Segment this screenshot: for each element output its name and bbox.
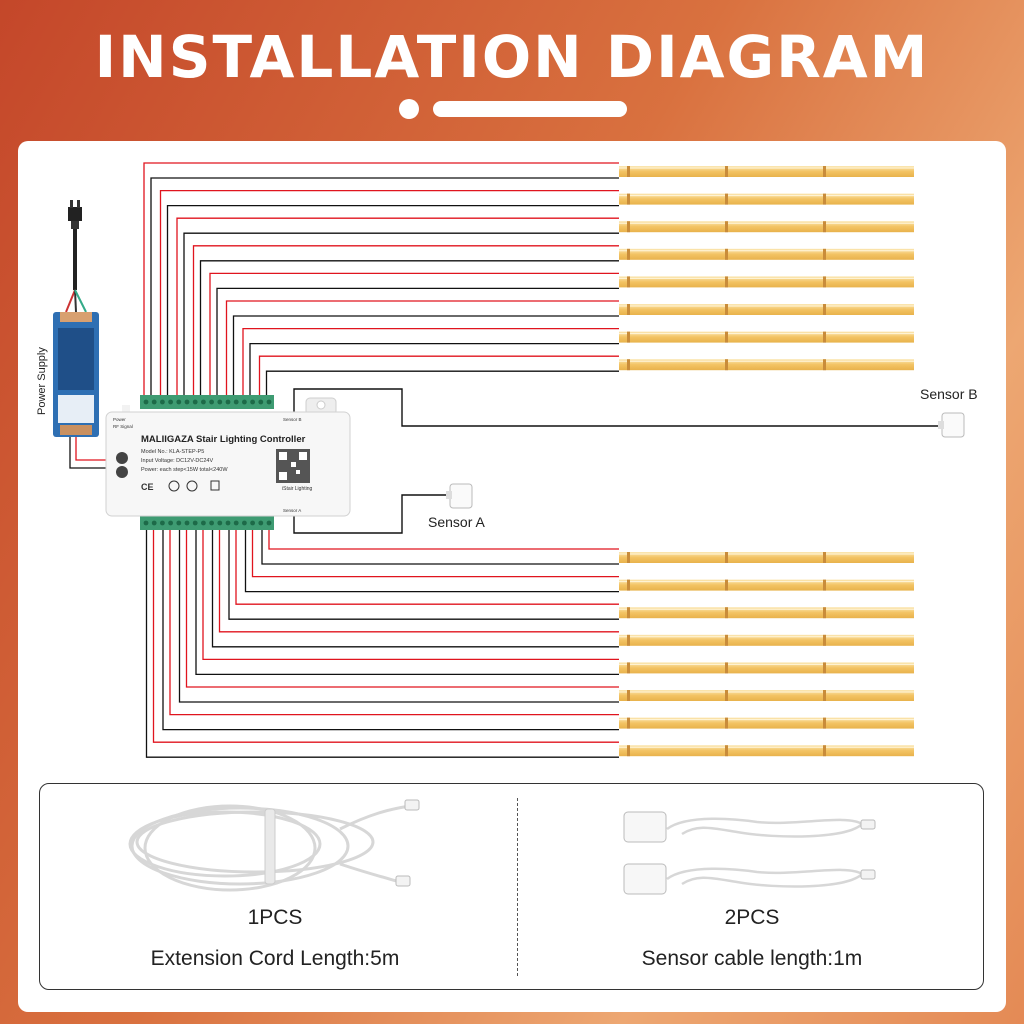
sensor-cable-item: 2PCS Sensor cable length:1m	[517, 784, 987, 989]
sensor-a-port-label: Sensor A	[283, 508, 301, 513]
sensor-a-label: Sensor A	[428, 514, 485, 530]
app-label: iStair Lighting	[282, 486, 313, 492]
sensor-b-port-label: Sensor B	[283, 417, 302, 422]
title-decoration-dot	[399, 99, 419, 119]
led-strip	[619, 690, 914, 701]
led-strip	[619, 634, 914, 646]
sensor-cable-desc: Sensor cable length:1m	[641, 947, 863, 970]
accessories-box: 1PCS Extension Cord Length:5m 2PCS Senso…	[39, 783, 984, 990]
sensor-cable-qty: 2PCS	[724, 906, 780, 929]
led-strip	[619, 166, 914, 177]
title-decoration-bar	[433, 101, 627, 117]
power-supply-label: Power Supply	[36, 347, 48, 415]
bottom-led-strips	[619, 552, 914, 757]
led-strip	[619, 331, 914, 343]
led-strip	[619, 359, 914, 371]
power-plug	[65, 200, 87, 313]
controller-model: Model No.: KLA-STEP-P5	[141, 449, 204, 455]
svg-text:CE: CE	[141, 482, 154, 492]
top-led-strips	[619, 166, 914, 371]
top-step-wires	[143, 162, 619, 398]
led-strip	[619, 304, 914, 315]
sensor-a	[446, 483, 473, 509]
power-supply-unit	[53, 312, 99, 437]
extension-cord-qty: 1PCS	[247, 906, 303, 929]
led-strip	[619, 662, 914, 674]
led-strip	[619, 193, 914, 205]
led-strip	[619, 607, 914, 619]
rf-led-label: RF Signal	[113, 424, 133, 429]
controller-power: Power: each step<15W total<240W	[141, 467, 228, 473]
sensor-cable-icon	[623, 811, 876, 895]
led-strip	[619, 276, 914, 288]
stair-lighting-controller: iStair Lighting Power RF Signal Sensor B…	[105, 395, 351, 530]
led-strip	[619, 579, 914, 591]
led-strip	[619, 248, 914, 260]
certification-marks-icon: CE	[141, 480, 220, 492]
power-led-label: Power	[113, 417, 126, 422]
accessories-divider	[517, 798, 518, 976]
extension-cord-item: 1PCS Extension Cord Length:5m	[40, 784, 510, 989]
controller-voltage: Input Voltage: DC12V-DC24V	[141, 458, 213, 464]
led-strip	[619, 552, 914, 563]
bottom-step-wires	[145, 528, 619, 758]
sensor-b-label: Sensor B	[920, 386, 978, 402]
led-strip	[619, 745, 914, 757]
led-strip	[619, 221, 914, 233]
sensor-b	[938, 412, 965, 438]
led-strip	[619, 717, 914, 729]
controller-name: MALIIGAZA Stair Lighting Controller	[141, 434, 306, 445]
extension-cord-icon	[128, 799, 420, 892]
extension-cord-desc: Extension Cord Length:5m	[150, 947, 400, 970]
page-title: INSTALLATION DIAGRAM	[94, 23, 930, 91]
